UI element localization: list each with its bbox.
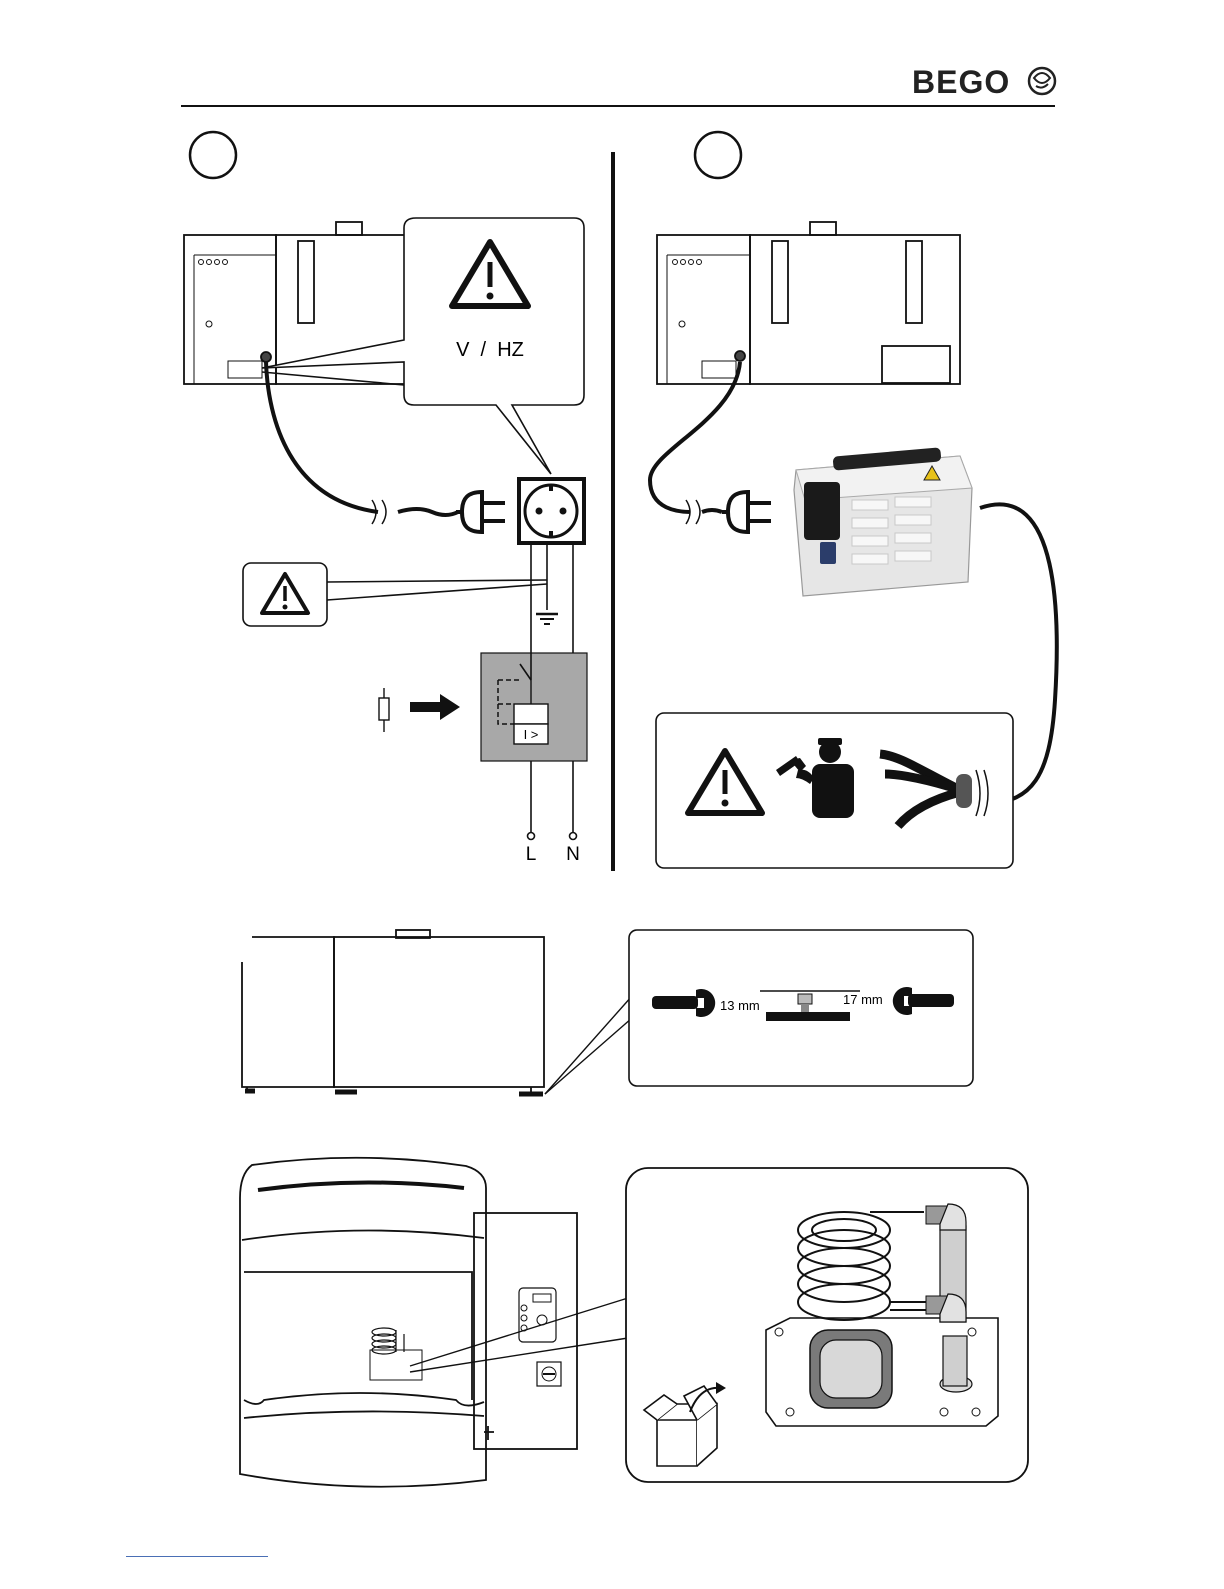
transformer-unit [794,447,972,596]
furnace-side-view [242,930,544,1094]
wrench-size-right: 17 mm [843,992,883,1007]
socket-icon [519,479,584,543]
voltage-frequency-label: V / HZ [456,339,524,361]
furnace-front-view [240,1158,577,1487]
earthing-warning-callout [243,563,547,626]
furnace-unit-right [657,222,960,384]
fuse-icon [379,688,389,732]
wrench-size-left: 13 mm [720,998,760,1013]
section-a-badge [190,132,236,178]
circuit-breaker-panel: I > [481,653,587,761]
section-c: 13 mm 17 mm [242,930,973,1094]
section-d [240,1158,1028,1487]
section-a: V / HZ [184,132,587,865]
section-b-badge [695,132,741,178]
arrow-icon [410,694,460,720]
levelling-foot-callout: 13 mm 17 mm [545,930,973,1094]
brand-logo-icon [1029,68,1055,94]
plug-icon [722,492,771,532]
plug-icon [456,492,505,532]
voltage-callout: V / HZ [262,218,584,474]
brand-logo-text: BEGO [912,64,1010,100]
header: BEGO [181,64,1055,106]
breaker-label: I > [524,727,539,742]
footer-link-underline [126,1556,268,1557]
section-b [650,132,1057,868]
terminal-n-label: N [566,844,580,865]
coil-detail-callout [410,1168,1028,1482]
installation-warning-callout [656,713,1013,868]
terminal-l-label: L [526,844,537,865]
